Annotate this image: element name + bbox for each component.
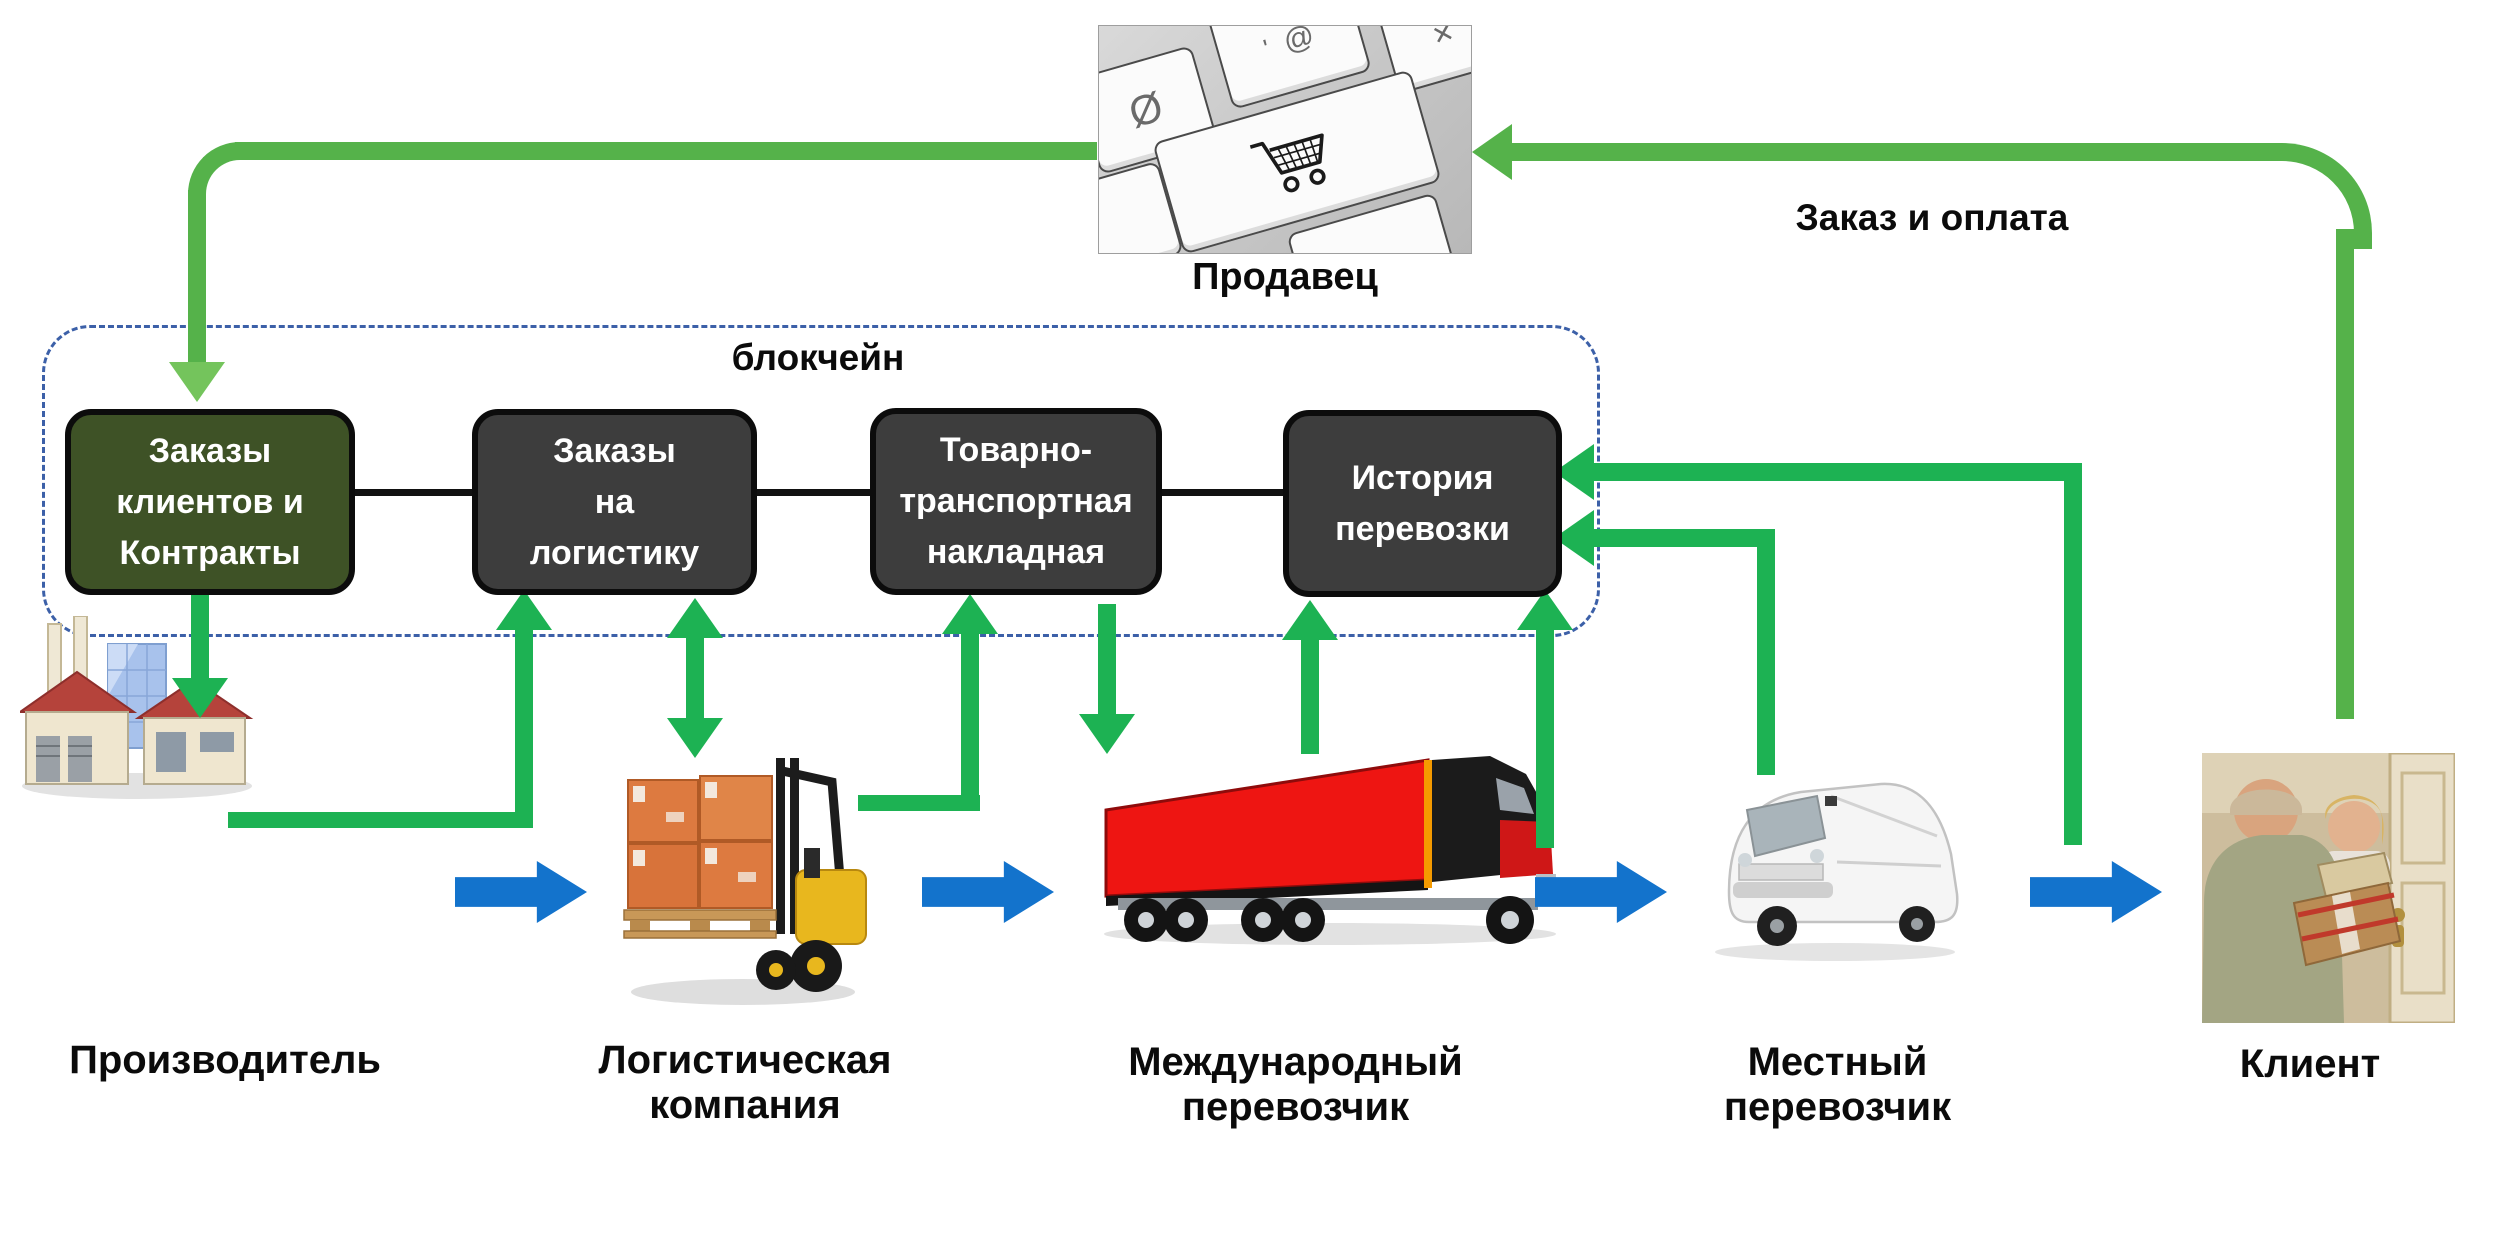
manufacturer-vline [515,626,533,828]
contracts-to-manufacturer-vline [191,585,209,681]
key-oslash-glyph: Ø [1123,82,1169,137]
blue-arrow-local-carrier-to-client [2030,861,2162,923]
manufacturer-label: Производитель [69,1038,381,1082]
block-connector-1 [343,489,472,496]
client-to-seller-vline [2336,229,2354,719]
key-cut-glyph: ✕ [1428,25,1458,51]
local-carrier-van-illustration [1705,766,1967,964]
block-customer-orders-contracts: Заказы клиентов и Контракты [65,409,355,595]
manufacturer-arrowhead-icon [496,590,552,630]
blockchain-container [42,325,1600,637]
block-connector-2 [745,489,870,496]
logistics-company-label: Логистическая компания [598,1038,892,1128]
seller-to-contracts-hline [235,142,1097,160]
manufacturer-factory-illustration [20,616,255,802]
waybill-to-carrier-vline [1098,604,1116,718]
logistics-company-arrowhead-icon [942,594,998,634]
local-carrier-label: Местный перевозчик [1723,1040,1952,1130]
seller-to-contracts-arrowhead-icon [169,362,225,402]
client-to-seller-corner [2266,143,2372,249]
history-upper-vline [2064,463,2082,845]
waybill-to-carrier-arrowhead-icon [1079,714,1135,754]
keyboard-key-cart [1152,69,1442,253]
bidirectional-vline [686,634,704,720]
blue-arrow-logistics-to-intl-carrier [922,861,1054,923]
intl-carrier-label: Международный перевозчик [1128,1040,1463,1130]
seller-to-contracts-vline [188,190,206,366]
manufacturer-hline [228,812,528,828]
shopping-cart-icon [1249,133,1326,193]
intl-carrier-vline [1301,636,1319,754]
handoff-vline [1536,626,1554,848]
seller-keyboard-image: Ø ' @ ✕ [1098,25,1472,254]
intl-carrier-arrowhead-icon [1282,600,1338,640]
block-logistics-orders: Заказы на логистику [472,409,757,595]
key-apostrophe-glyph: ' [1260,32,1274,64]
seller-label: Продавец [1192,256,1378,298]
intl-carrier-truck-illustration [1098,748,1563,948]
logistics-company-hline [858,795,980,811]
history-lower-hline [1592,529,1775,547]
block-connector-3 [1150,489,1283,496]
block-waybill: Товарно- транспортная накладная [870,408,1162,595]
history-lower-vline [1757,529,1775,775]
bidirectional-down-arrowhead-icon [667,718,723,758]
blue-arrow-manufacturer-to-logistics [455,861,587,923]
client-label: Клиент [2239,1042,2381,1086]
contracts-to-manufacturer-arrowhead-icon [172,678,228,718]
client-to-seller-arrowhead-icon [1472,124,1512,180]
bidirectional-up-arrowhead-icon [667,598,723,638]
logistics-forklift-illustration [618,752,876,1014]
order-payment-label: Заказ и оплата [1795,197,2069,238]
client-to-seller-hline [1510,143,2270,161]
logistics-company-vline [961,630,979,811]
history-upper-hline [1592,463,2082,481]
block-shipping-history: История перевозки [1283,410,1562,597]
blockchain-label: блокчейн [731,337,905,378]
client-delivery-photo-illustration [2202,753,2455,1023]
key-at-glyph: @ [1279,25,1319,59]
